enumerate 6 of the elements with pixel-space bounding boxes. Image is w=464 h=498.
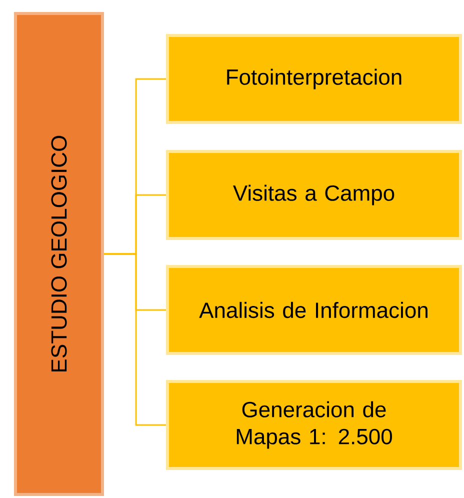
step-box: Generacion de Mapas 1: 2.500: [166, 380, 462, 470]
step-box: Fotointerpretacion: [166, 34, 462, 124]
step-box: Visitas a Campo: [166, 150, 462, 240]
title-box: ESTUDIO GEOLOGICO: [14, 12, 104, 496]
step-box: Analisis de Informacion: [166, 265, 462, 355]
connector-line: [104, 253, 166, 426]
